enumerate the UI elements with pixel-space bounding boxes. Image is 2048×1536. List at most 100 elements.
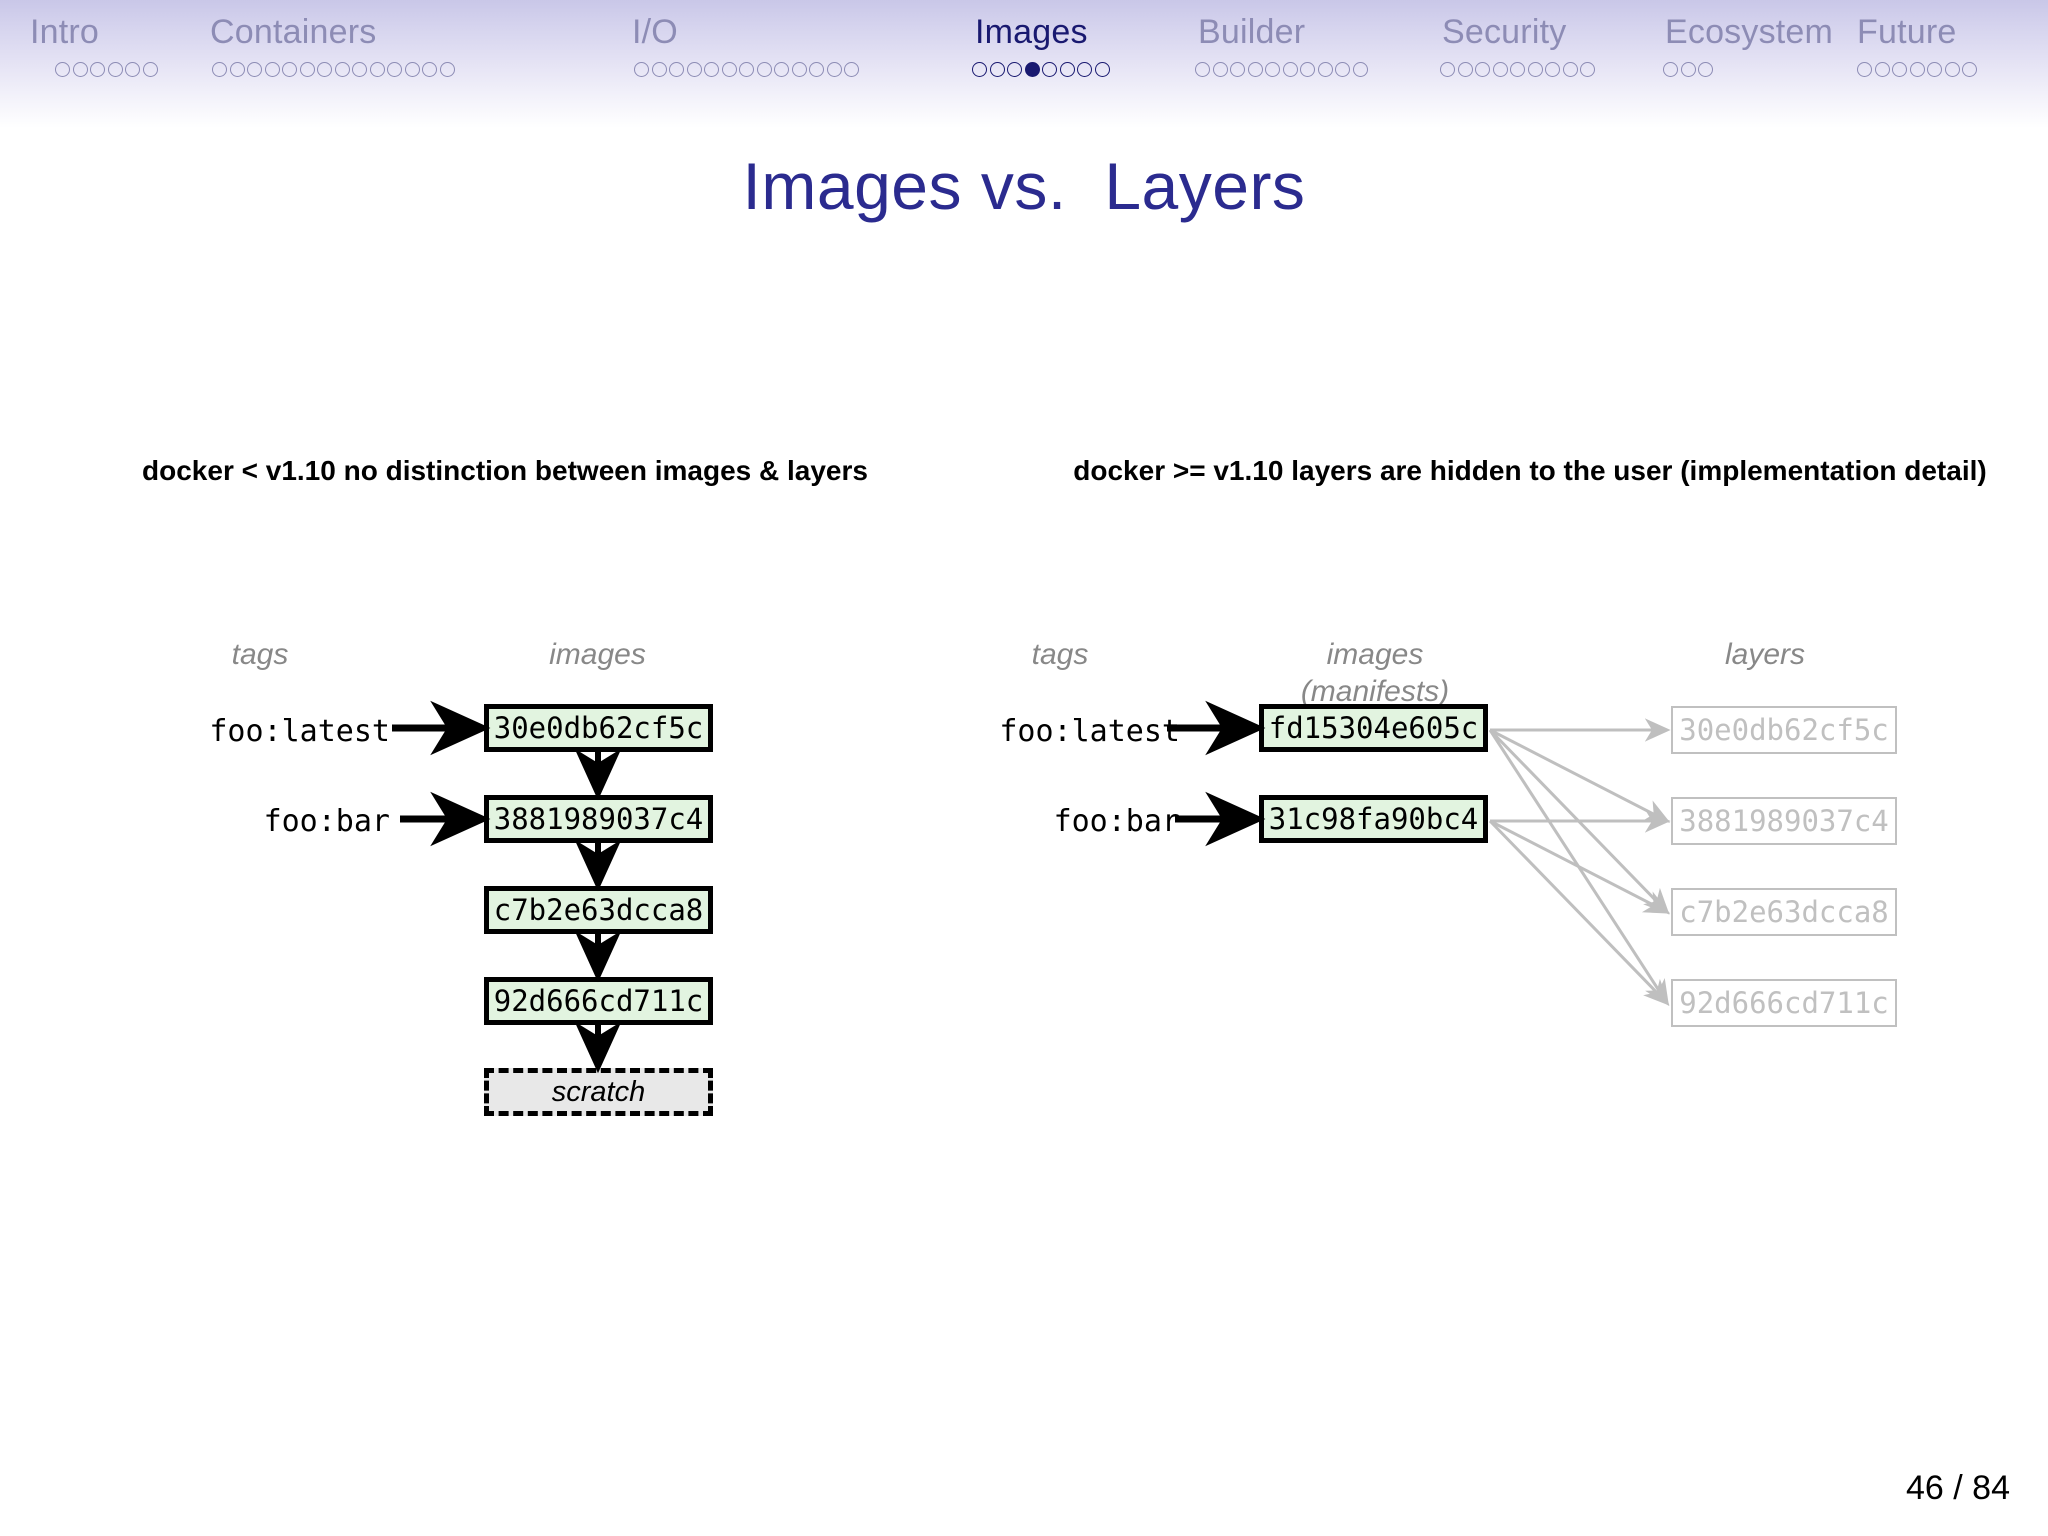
nav-dot[interactable] xyxy=(1492,62,1508,78)
right-caption-images: images (manifests) xyxy=(1300,638,1450,708)
nav-dot[interactable] xyxy=(1580,62,1595,78)
nav-dot[interactable] xyxy=(1335,62,1350,78)
nav-dot[interactable] xyxy=(1282,62,1298,78)
nav-dot[interactable] xyxy=(1545,62,1560,78)
nav-dot[interactable] xyxy=(1475,62,1490,78)
right-layer-box: 92d666cd711c xyxy=(1671,979,1897,1027)
nav-dot[interactable] xyxy=(125,62,140,78)
nav-dot[interactable] xyxy=(229,62,245,78)
nav-section-label: Future xyxy=(1857,13,1957,51)
nav-dot[interactable] xyxy=(1663,62,1678,78)
right-caption-layers: layers xyxy=(1724,638,1806,671)
nav-dot[interactable] xyxy=(1195,62,1210,78)
page-title: Images vs. Layers xyxy=(742,149,1306,223)
nav-dot[interactable] xyxy=(634,62,649,78)
nav-dot[interactable] xyxy=(1562,62,1578,78)
nav-section-images[interactable]: Images xyxy=(972,12,1112,81)
right-tag-foo-bar: foo:bar xyxy=(1053,804,1180,839)
nav-dot[interactable] xyxy=(651,62,667,78)
nav-section-label: Ecosystem xyxy=(1665,13,1834,51)
right-manifest-box: fd15304e605c xyxy=(1259,704,1488,752)
right-layer-box: 3881989037c4 xyxy=(1671,797,1897,845)
nav-section-label: Intro xyxy=(30,13,100,51)
nav-dot[interactable] xyxy=(1317,62,1333,78)
nav-dot[interactable] xyxy=(264,62,280,78)
nav-section-ecosystem[interactable]: Ecosystem xyxy=(1663,12,1834,81)
nav-dot[interactable] xyxy=(739,62,754,78)
nav-dot[interactable] xyxy=(1510,62,1525,78)
nav-dot[interactable] xyxy=(756,62,772,78)
nav-dot[interactable] xyxy=(704,62,719,78)
nav-dot[interactable] xyxy=(791,62,807,78)
nav-dot[interactable] xyxy=(439,62,455,78)
nav-dot[interactable] xyxy=(1077,62,1092,78)
nav-dot[interactable] xyxy=(1457,62,1473,78)
nav-section-dots xyxy=(1663,61,1833,81)
nav-dot[interactable] xyxy=(1230,62,1245,78)
nav-dot[interactable] xyxy=(774,62,789,78)
nav-dot-current[interactable] xyxy=(1024,62,1040,78)
nav-section-dots xyxy=(1440,61,1598,81)
nav-dot[interactable] xyxy=(1440,62,1455,78)
nav-dot[interactable] xyxy=(72,62,88,78)
nav-dot[interactable] xyxy=(972,62,987,78)
nav-section-i-o[interactable]: I/O xyxy=(632,12,862,81)
nav-dot[interactable] xyxy=(1962,62,1977,78)
nav-section-label: Builder xyxy=(1198,13,1306,51)
nav-dot[interactable] xyxy=(826,62,842,78)
nav-section-intro[interactable]: Intro xyxy=(30,12,160,81)
nav-section-dots xyxy=(972,61,1112,81)
nav-dot[interactable] xyxy=(1352,62,1368,78)
nav-dot[interactable] xyxy=(1007,62,1022,78)
nav-dot[interactable] xyxy=(90,62,105,78)
nav-section-label: Security xyxy=(1442,13,1567,51)
nav-dot[interactable] xyxy=(1680,62,1696,78)
nav-dot[interactable] xyxy=(989,62,1005,78)
nav-dot[interactable] xyxy=(107,62,123,78)
nav-dot[interactable] xyxy=(1892,62,1907,78)
nav-dot[interactable] xyxy=(387,62,402,78)
nav-dot[interactable] xyxy=(1265,62,1280,78)
nav-dot[interactable] xyxy=(299,62,315,78)
nav-dot[interactable] xyxy=(404,62,420,78)
nav-dot[interactable] xyxy=(1247,62,1263,78)
nav-dot[interactable] xyxy=(1300,62,1315,78)
nav-dot[interactable] xyxy=(809,62,824,78)
nav-dot[interactable] xyxy=(669,62,684,78)
nav-dot[interactable] xyxy=(142,62,158,78)
left-caption-images: images xyxy=(549,638,646,671)
nav-dot[interactable] xyxy=(55,62,70,78)
nav-section-future[interactable]: Future xyxy=(1857,12,1980,81)
left-image-box: 3881989037c4 xyxy=(484,795,713,843)
nav-dot[interactable] xyxy=(369,62,385,78)
nav-section-builder[interactable]: Builder xyxy=(1195,12,1370,81)
nav-dot[interactable] xyxy=(352,62,367,78)
nav-dot[interactable] xyxy=(1944,62,1960,78)
nav-sections: Intro Containers I/O Images Builder Security E… xyxy=(0,0,2048,110)
nav-section-containers[interactable]: Containers xyxy=(210,12,457,81)
nav-section-security[interactable]: Security xyxy=(1440,12,1598,81)
nav-dot[interactable] xyxy=(1909,62,1925,78)
right-panel-heading: docker >= v1.10 layers are hidden to the… xyxy=(1073,455,1987,486)
right-manifest-box: 31c98fa90bc4 xyxy=(1259,795,1488,843)
nav-dot[interactable] xyxy=(686,62,702,78)
nav-dot[interactable] xyxy=(1857,62,1872,78)
nav-dot[interactable] xyxy=(721,62,737,78)
nav-dot[interactable] xyxy=(422,62,437,78)
nav-dot[interactable] xyxy=(212,62,227,78)
nav-dot[interactable] xyxy=(1212,62,1228,78)
nav-dot[interactable] xyxy=(334,62,350,78)
nav-dot[interactable] xyxy=(247,62,262,78)
nav-dot[interactable] xyxy=(1527,62,1543,78)
nav-section-label: I/O xyxy=(632,13,678,51)
nav-dot[interactable] xyxy=(282,62,297,78)
nav-dot[interactable] xyxy=(1059,62,1075,78)
nav-dot[interactable] xyxy=(1094,62,1110,78)
nav-dot[interactable] xyxy=(1927,62,1942,78)
nav-dot[interactable] xyxy=(1698,62,1713,78)
nav-dot[interactable] xyxy=(1042,62,1057,78)
nav-dot[interactable] xyxy=(844,62,859,78)
nav-dot[interactable] xyxy=(1874,62,1890,78)
nav-dot[interactable] xyxy=(317,62,332,78)
